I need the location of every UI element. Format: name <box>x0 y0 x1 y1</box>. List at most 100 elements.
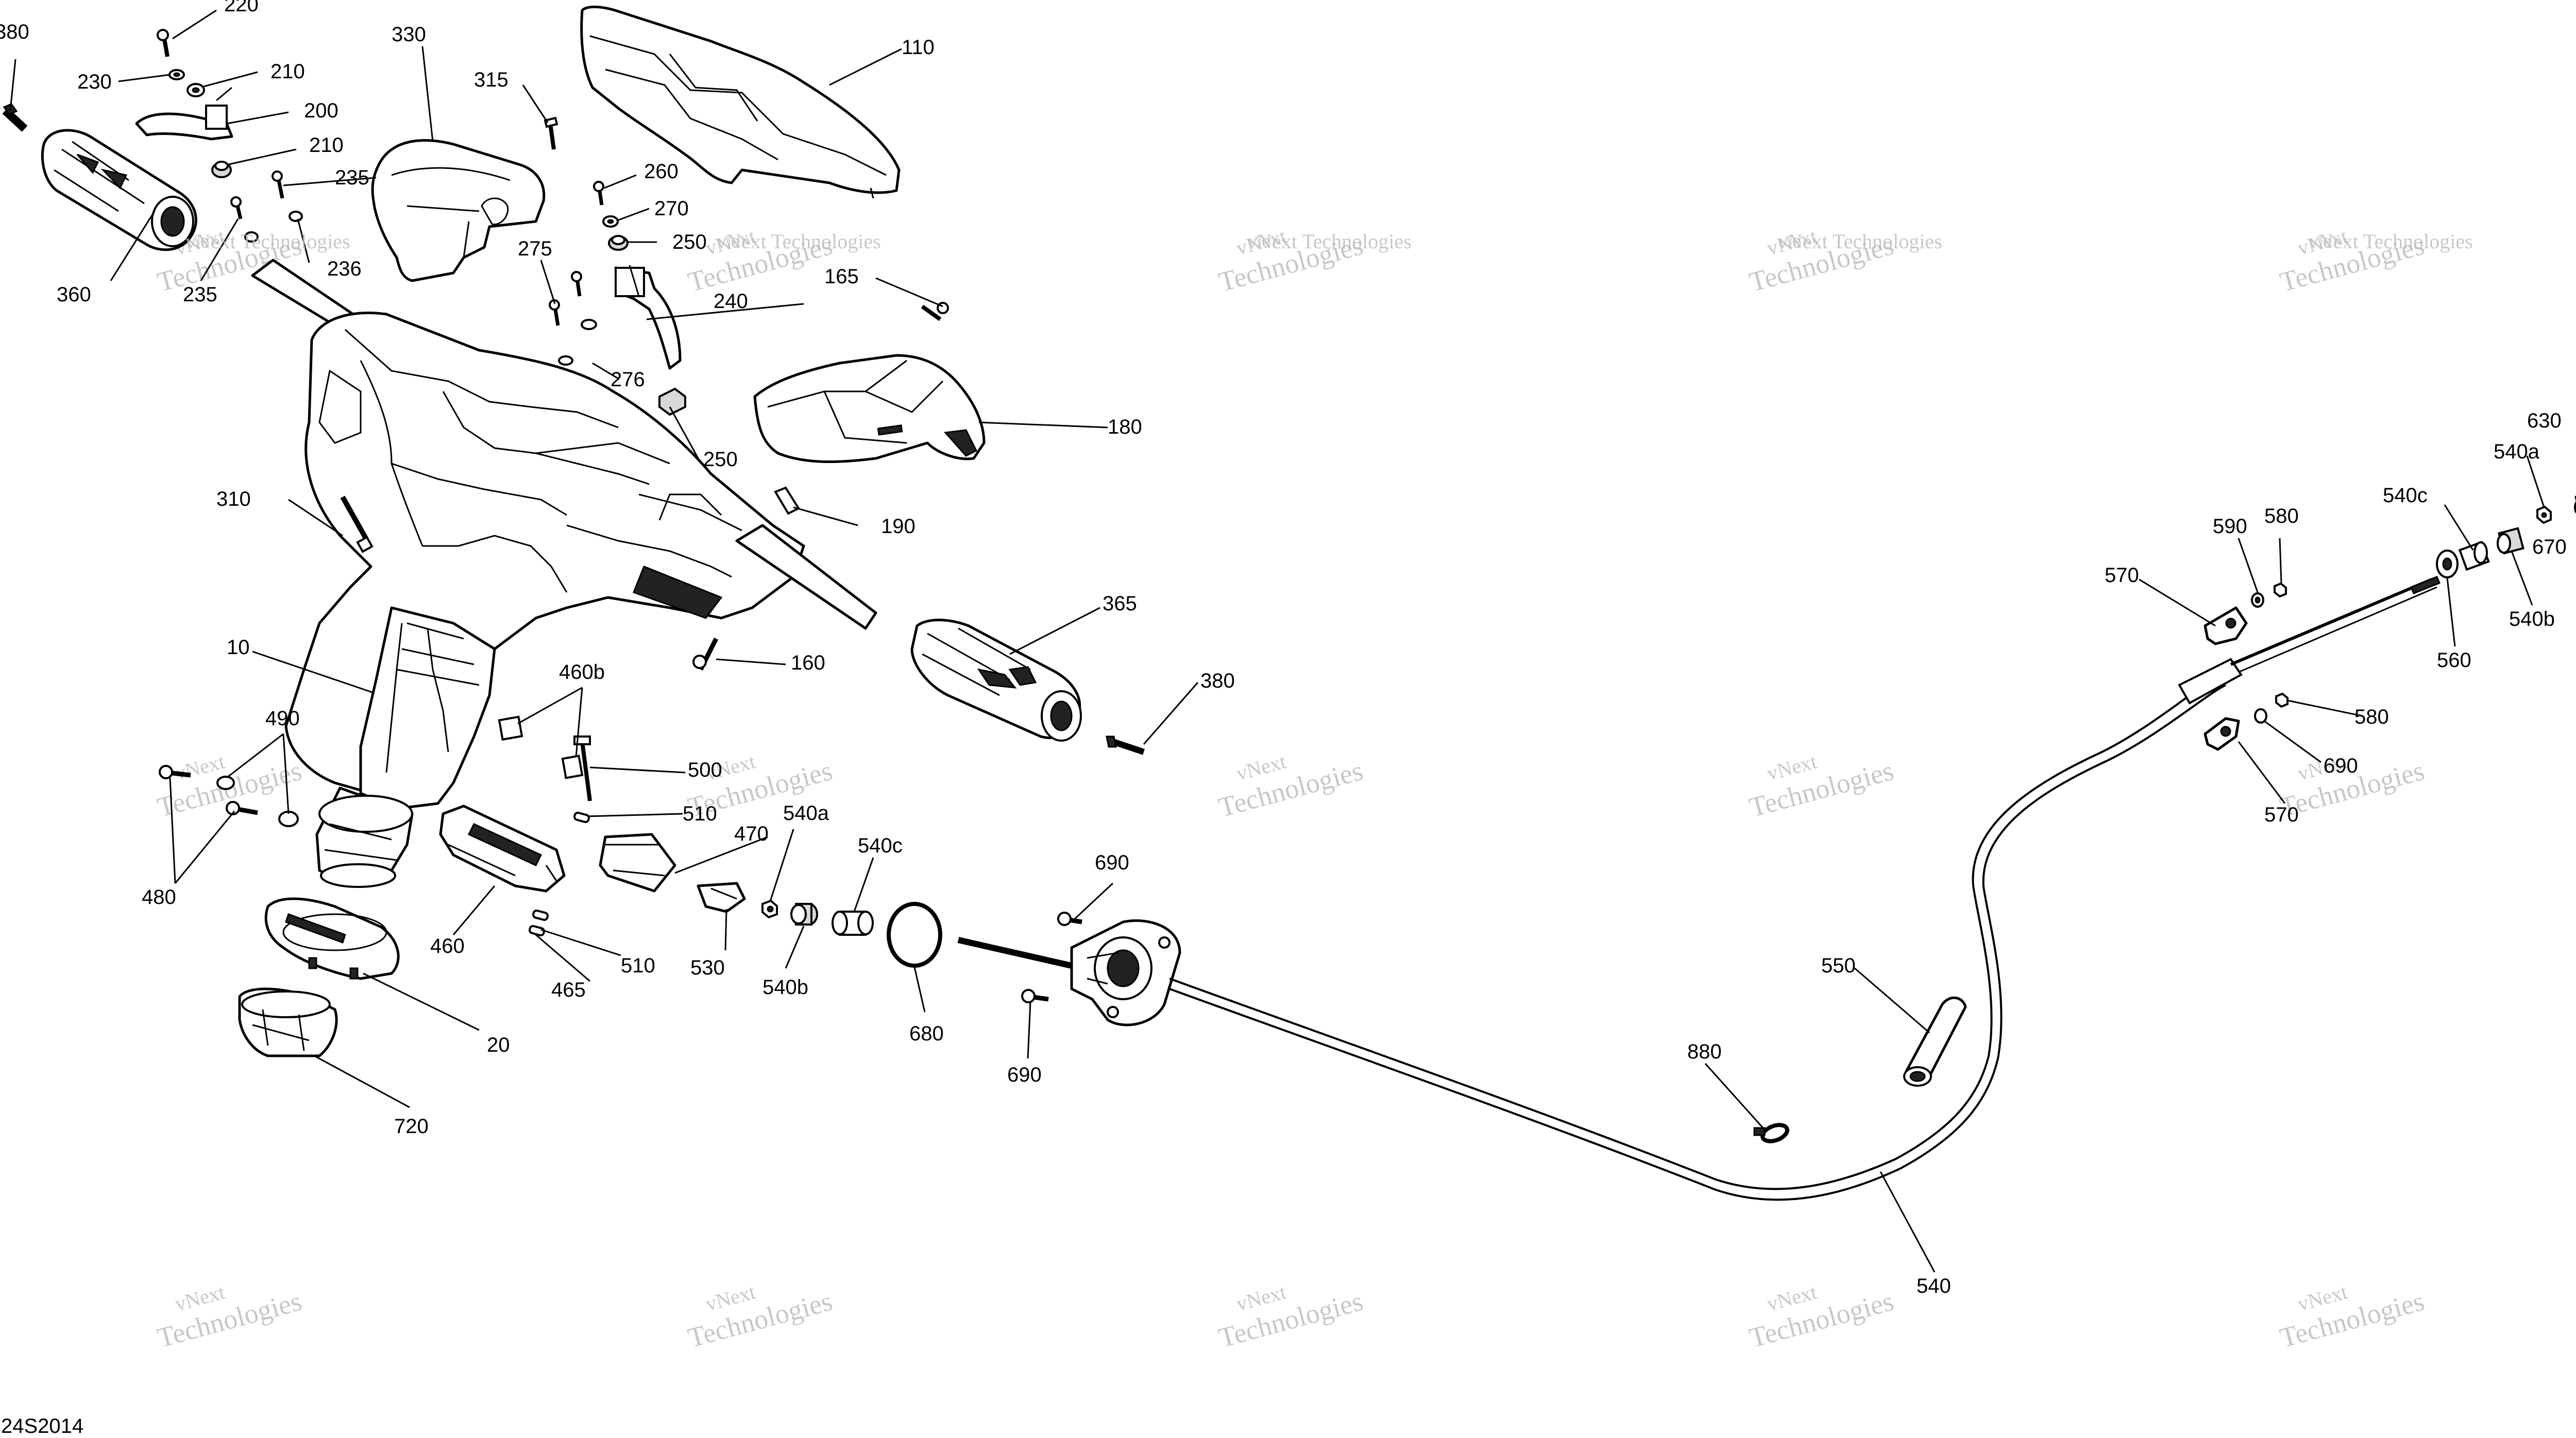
watermark-caption: vNext Technologies <box>1247 230 1412 253</box>
part-580-nut-bottom <box>2275 692 2289 708</box>
watermark: vNext Technologies <box>1215 1280 1366 1354</box>
callout-210: 210 <box>309 134 344 157</box>
part-235-screw-bottom <box>230 196 243 219</box>
callout-465: 465 <box>551 979 586 1001</box>
callout-235: 235 <box>335 166 369 189</box>
part-720-collar <box>238 987 338 1057</box>
part-590-washer <box>2251 592 2264 608</box>
watermark-caption: vNext Technologies <box>716 230 881 253</box>
part-250-bushing <box>608 235 629 251</box>
part-315-screw <box>544 116 558 150</box>
callout-240: 240 <box>714 290 748 313</box>
part-460b-clip <box>498 715 584 779</box>
watermark-caption: vNext Technologies <box>185 230 350 253</box>
watermark-captions: vNext Technologies vNext Technologies vN… <box>185 230 2473 253</box>
part-230-washer <box>168 69 185 80</box>
callout-315: 315 <box>474 69 509 91</box>
callout-365: 365 <box>1103 592 1137 615</box>
part-490-washer <box>216 776 299 827</box>
callout-210: 210 <box>270 60 305 83</box>
callout-690: 690 <box>1095 851 1129 874</box>
callout-510: 510 <box>621 954 655 977</box>
callout-165: 165 <box>824 265 859 288</box>
diagram-code: 24S2014 <box>1 1415 83 1437</box>
watermark: vNext Technologies <box>685 1280 836 1354</box>
callout-880: 880 <box>1687 1040 1722 1063</box>
part-690-washer-right <box>2254 708 2267 724</box>
watermark-caption: vNext Technologies <box>1777 230 1942 253</box>
callout-360: 360 <box>57 283 91 306</box>
part-360-left-grip <box>41 129 197 251</box>
callout-330: 330 <box>392 23 426 46</box>
part-570-bracket-bottom <box>2204 717 2240 751</box>
part-530-clip <box>697 882 746 913</box>
callout-540: 540 <box>1917 1275 1951 1297</box>
callout-190: 190 <box>881 515 916 538</box>
callout-236: 236 <box>327 258 362 280</box>
callout-labels: 380 220 230 210 200 210 235 330 315 110 … <box>0 0 2567 1297</box>
part-550-sleeve <box>1903 996 1967 1087</box>
callout-670: 670 <box>2532 536 2567 558</box>
part-110-handguard-left <box>580 5 901 199</box>
callout-490: 490 <box>265 707 300 730</box>
part-235-screw-top <box>272 170 284 199</box>
parts-layer <box>2 5 2576 1201</box>
callout-276: 276 <box>611 368 645 391</box>
callout-720: 720 <box>394 1115 429 1138</box>
part-276-washer <box>558 319 597 366</box>
part-330-upper-cover <box>371 139 546 282</box>
callout-540a: 540a <box>783 802 829 825</box>
part-380-left-screw <box>2 103 28 132</box>
callout-270: 270 <box>654 197 689 220</box>
part-540b-bushing-right <box>2497 527 2524 555</box>
part-210-washer-bottom <box>211 161 232 178</box>
part-200-throttle-lever <box>135 87 233 141</box>
callout-200: 200 <box>304 99 338 122</box>
callout-460: 460 <box>430 935 465 957</box>
part-690-screw-top <box>1057 912 1082 926</box>
part-540a-nut-right <box>2536 505 2552 524</box>
callout-310: 310 <box>216 488 251 510</box>
callout-380: 380 <box>1200 670 1235 692</box>
callout-570: 570 <box>2105 564 2139 587</box>
part-690-screw-bottom <box>1021 989 1049 1003</box>
watermark: vNext Technologies <box>1746 1280 1897 1354</box>
part-680-o-ring <box>887 902 942 968</box>
callout-235: 235 <box>183 283 217 306</box>
part-cable-flange <box>957 919 1181 1026</box>
callout-690: 690 <box>1007 1064 1042 1086</box>
part-470-bracket <box>599 833 676 893</box>
part-10-handlebar <box>251 259 877 888</box>
part-540c-bushing-left <box>832 911 874 936</box>
part-570-bracket-top <box>2204 606 2248 645</box>
callout-260: 260 <box>644 160 679 183</box>
callout-460b: 460b <box>559 661 605 683</box>
part-480-screw <box>159 765 258 815</box>
watermark: vNext Technologies <box>154 1280 305 1354</box>
part-210-washer-top <box>187 83 205 97</box>
part-236-washer <box>244 211 303 243</box>
part-20-lower-clamp <box>264 897 400 980</box>
callout-480: 480 <box>142 886 176 909</box>
part-190-spacer <box>774 486 800 515</box>
part-180-handguard-right <box>753 354 986 464</box>
part-365-right-grip <box>910 619 1082 742</box>
part-560-washer <box>2436 550 2459 578</box>
callout-540b: 540b <box>762 976 808 999</box>
callout-230: 230 <box>77 71 112 93</box>
callout-540b: 540b <box>2509 608 2555 630</box>
part-240-brake-lever <box>614 265 682 370</box>
part-580-nut-top <box>2274 582 2287 598</box>
callout-220: 220 <box>224 0 259 16</box>
part-540-throttle-cable <box>1169 576 2441 1201</box>
watermark: vNext Technologies <box>1746 749 1897 823</box>
callout-540a: 540a <box>2494 440 2540 463</box>
watermark: vNext Technologies <box>1215 749 1366 823</box>
callout-250: 250 <box>672 231 707 253</box>
leader-lines <box>9 9 2545 1273</box>
callout-160: 160 <box>791 652 825 674</box>
callout-680: 680 <box>909 1022 944 1045</box>
part-540c-bushing-right <box>2458 541 2490 571</box>
part-220-screw <box>157 29 170 57</box>
